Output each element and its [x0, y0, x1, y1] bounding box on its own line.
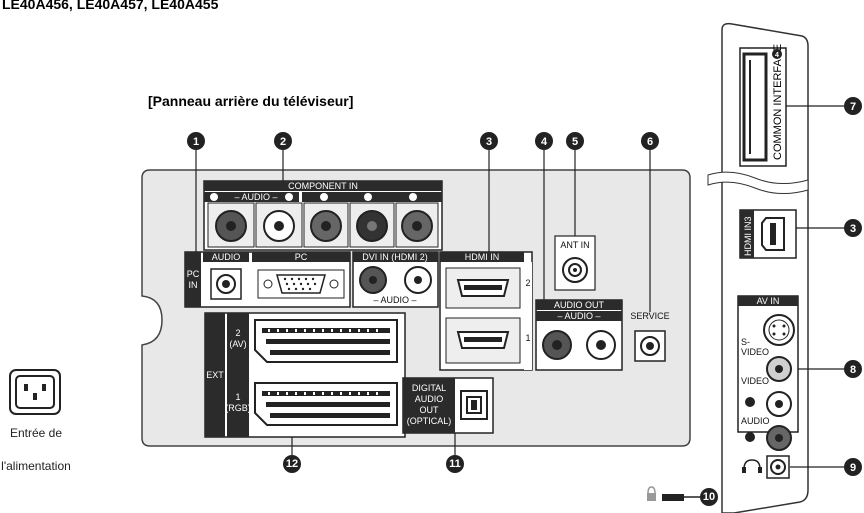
- service-label: SERVICE: [630, 311, 669, 321]
- ant-in-label: ANT IN: [560, 240, 589, 250]
- kensington-lock-icon: [647, 486, 702, 501]
- side-audio-label: AUDIO: [741, 416, 770, 426]
- digital-label-3: OUT: [420, 405, 440, 415]
- hdmi-1-number: 1: [525, 333, 530, 343]
- power-caption-2: l'alimentation: [1, 459, 71, 473]
- callout-12: 12: [283, 455, 301, 473]
- svideo-label-1: S-: [741, 337, 750, 347]
- svg-text:1: 1: [193, 136, 199, 148]
- svg-text:5: 5: [572, 136, 578, 148]
- component-in-label: COMPONENT IN: [288, 181, 358, 191]
- common-interface-label: COMMON INTERFACE: [772, 44, 784, 160]
- hdmi-in-label: HDMI IN: [465, 252, 500, 262]
- dvi-audio-label: – AUDIO –: [373, 295, 416, 305]
- svg-text:11: 11: [449, 458, 461, 470]
- rear-panel-title: [Panneau arrière du téléviseur]: [148, 93, 353, 109]
- digital-label-1: DIGITAL: [412, 383, 446, 393]
- dvi-in-label: DVI IN (HDMI 2): [362, 252, 428, 262]
- callout-8: 8: [844, 360, 862, 378]
- svg-text:3: 3: [850, 223, 856, 235]
- hdmi-2-number: 2: [525, 278, 530, 288]
- video-label: VIDEO: [741, 376, 769, 386]
- callout-10: 10: [700, 488, 718, 506]
- svg-text:3: 3: [486, 136, 492, 148]
- hdmi-in3-label: HDMI IN3: [743, 216, 753, 256]
- callout-9: 9: [844, 458, 862, 476]
- ext-label: EXT: [206, 370, 224, 380]
- scart-2-number: 2: [235, 328, 240, 338]
- callout-3-side: 3: [844, 219, 862, 237]
- svg-text:7: 7: [850, 101, 856, 113]
- component-audio-label: – AUDIO –: [234, 192, 277, 202]
- digital-label-4: (OPTICAL): [407, 416, 452, 426]
- power-inlet: [9, 369, 61, 415]
- callout-7: 7: [844, 97, 862, 115]
- scart-block: EXT 2 (AV) 1 (RGB): [204, 312, 406, 438]
- callout-2: 2: [274, 132, 292, 150]
- headphone-icon: [743, 459, 761, 470]
- svg-text:10: 10: [703, 491, 715, 503]
- svg-text:12: 12: [286, 458, 298, 470]
- headphone-jack-group: [742, 455, 790, 479]
- service-port: [634, 330, 666, 362]
- digital-label-2: AUDIO: [415, 394, 444, 404]
- callout-11: 11: [446, 455, 464, 473]
- pc-in-label-1: PC: [187, 269, 200, 279]
- ci-marker: 4: [775, 52, 779, 59]
- common-interface-slot: COMMON INTERFACE 4: [739, 44, 787, 167]
- audio-out-rl-label: – AUDIO –: [557, 311, 600, 321]
- callout-6: 6: [641, 132, 659, 150]
- component-in-block: COMPONENT IN – AUDIO –: [203, 180, 443, 251]
- callout-3: 3: [480, 132, 498, 150]
- pc-in-block: PC IN AUDIO PC: [184, 251, 351, 308]
- scart-2-sub: (AV): [229, 339, 246, 349]
- callout-1: 1: [187, 132, 205, 150]
- svg-text:6: 6: [647, 136, 653, 148]
- av-in-block: AV IN S- VIDEO VIDEO AUDIO: [737, 295, 799, 451]
- svg-text:8: 8: [850, 364, 856, 376]
- svg-text:2: 2: [280, 136, 286, 148]
- audio-out-block: AUDIO OUT – AUDIO –: [535, 299, 623, 371]
- scart-1-sub: (RGB): [225, 403, 251, 413]
- pc-label: PC: [295, 252, 308, 262]
- hdmi-in3-block: HDMI IN3: [739, 209, 797, 259]
- svideo-label-2: VIDEO: [741, 347, 769, 357]
- dvi-audio-block: DVI IN (HDMI 2) – AUDIO –: [352, 251, 439, 308]
- digital-audio-block: DIGITAL AUDIO OUT (OPTICAL): [402, 377, 494, 434]
- svg-text:9: 9: [850, 462, 856, 474]
- svg-text:4: 4: [541, 136, 548, 148]
- ant-in-block: ANT IN: [554, 235, 596, 291]
- pc-in-label-2: IN: [189, 280, 198, 290]
- callout-5: 5: [566, 132, 584, 150]
- pc-audio-label: AUDIO: [212, 252, 241, 262]
- scart-1-number: 1: [235, 392, 240, 402]
- callout-4: 4: [535, 132, 553, 150]
- power-caption-1: Entrée de: [10, 426, 62, 440]
- leader-lines: [195, 105, 846, 468]
- page-title: LE40A456, LE40A457, LE40A455: [2, 0, 219, 12]
- hdmi-in-block: HDMI IN 2 1: [439, 251, 533, 371]
- av-in-label: AV IN: [757, 296, 780, 306]
- audio-out-label: AUDIO OUT: [554, 300, 605, 310]
